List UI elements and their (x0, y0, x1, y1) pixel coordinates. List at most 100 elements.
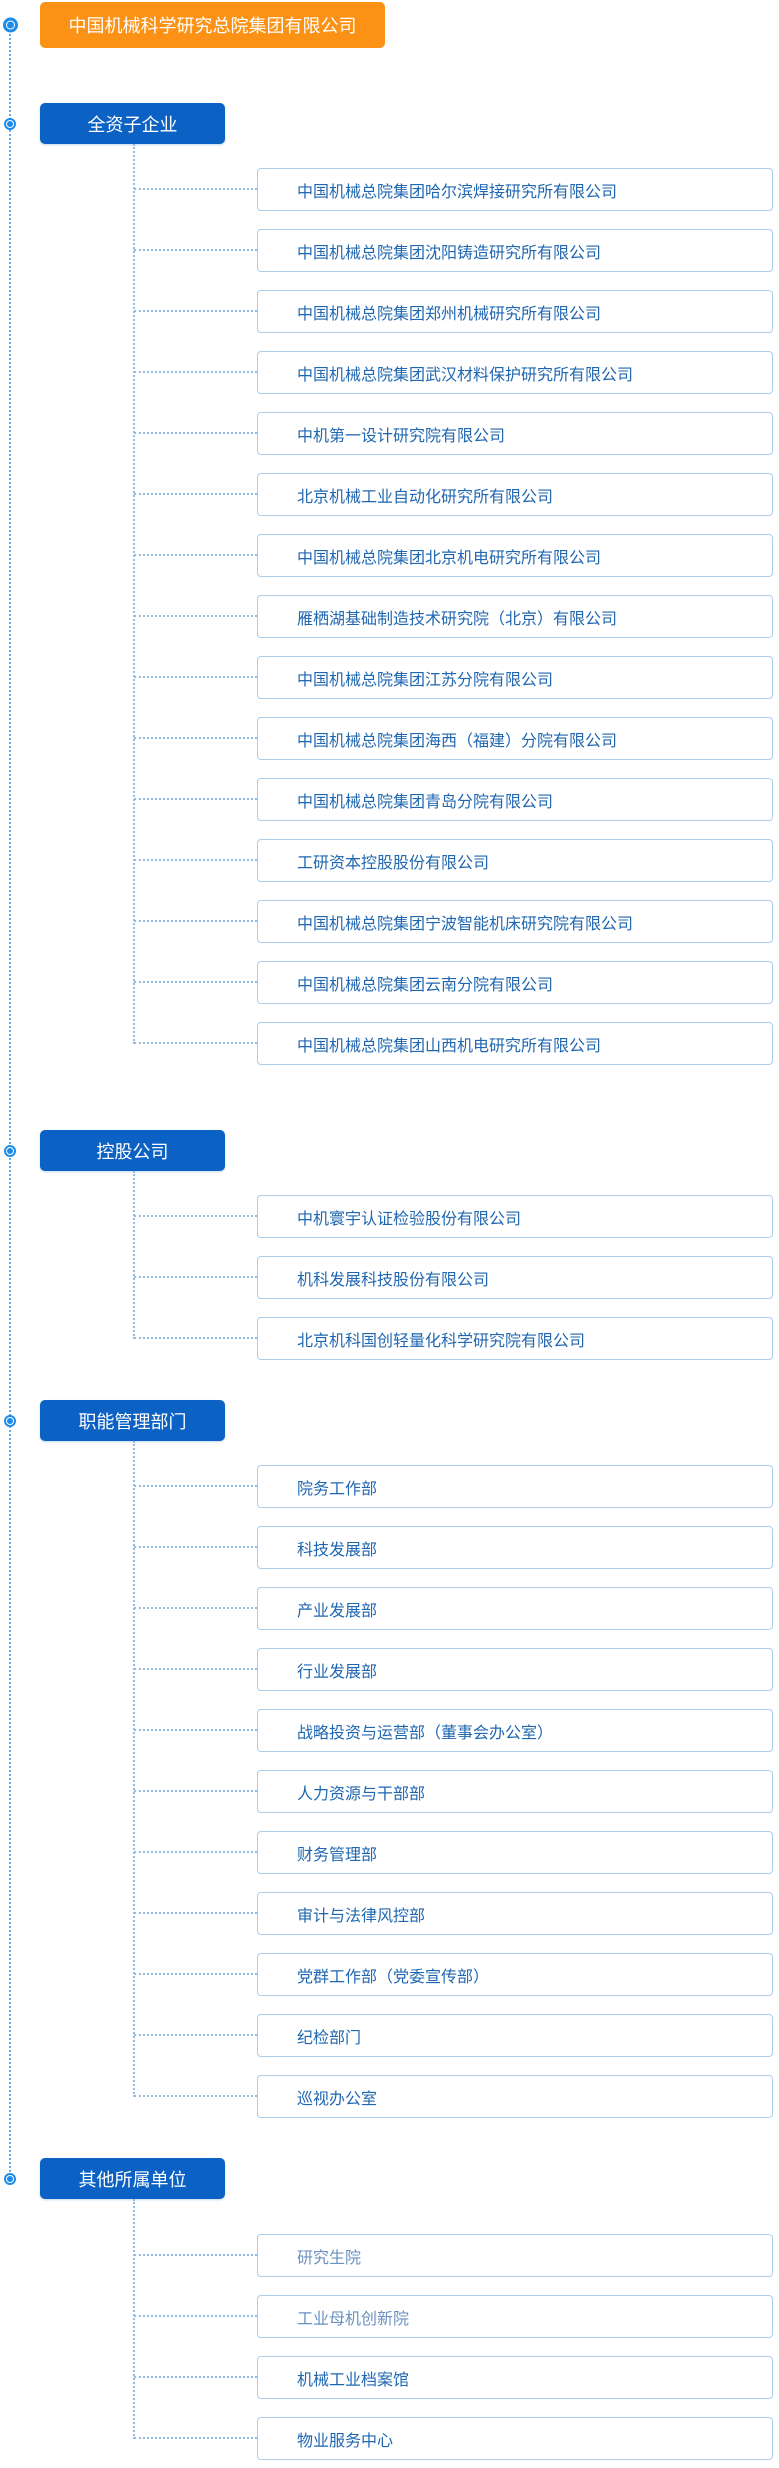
org-item[interactable]: 中国机械总院集团沈阳铸造研究所有限公司 (257, 229, 773, 272)
root-row: 中国机械科学研究总院集团有限公司 (0, 2, 779, 48)
org-item[interactable]: 雁栖湖基础制造技术研究院（北京）有限公司 (257, 595, 773, 638)
bullseye-icon-small (4, 1144, 16, 1157)
category-row: 控股公司 (0, 1130, 779, 1171)
org-item[interactable]: 中机寰宇认证检验股份有限公司 (257, 1195, 773, 1238)
category-connector-line (133, 144, 135, 1044)
org-item-row: 工研资本控股股份有限公司 (134, 839, 779, 882)
org-item-row: 中国机械总院集团武汉材料保护研究所有限公司 (134, 351, 779, 394)
org-item-label: 院务工作部 (297, 1480, 378, 1498)
org-item[interactable]: 研究生院 (257, 2234, 773, 2277)
org-item[interactable]: 中国机械总院集团山西机电研究所有限公司 (257, 1022, 773, 1065)
org-item[interactable]: 中国机械总院集团哈尔滨焊接研究所有限公司 (257, 168, 773, 211)
org-item[interactable]: 北京机科国创轻量化科学研究院有限公司 (257, 1317, 773, 1360)
org-group: 其他所属单位 研究生院 工业母机创新院 机械工业档案馆 物业服务中心 (0, 2158, 779, 2460)
org-item[interactable]: 中国机械总院集团北京机电研究所有限公司 (257, 534, 773, 577)
org-item-label: 人力资源与干部部 (297, 1785, 426, 1803)
root-node[interactable]: 中国机械科学研究总院集团有限公司 (40, 2, 385, 48)
org-group: 职能管理部门 院务工作部 科技发展部 产业发展部 行业发展部 战略投资与运营部（… (0, 1400, 779, 2118)
org-item[interactable]: 中国机械总院集团郑州机械研究所有限公司 (257, 290, 773, 333)
org-item[interactable]: 中国机械总院集团海西（福建）分院有限公司 (257, 717, 773, 760)
org-item-row: 中国机械总院集团海西（福建）分院有限公司 (134, 717, 779, 760)
org-item-label: 科技发展部 (297, 1541, 378, 1559)
org-item[interactable]: 财务管理部 (257, 1831, 773, 1874)
org-item[interactable]: 机科发展科技股份有限公司 (257, 1256, 773, 1299)
org-item-row: 研究生院 (134, 2234, 779, 2277)
org-item-label: 北京机科国创轻量化科学研究院有限公司 (297, 1332, 586, 1350)
category-box[interactable]: 职能管理部门 (40, 1400, 225, 1441)
org-item-row: 雁栖湖基础制造技术研究院（北京）有限公司 (134, 595, 779, 638)
org-item[interactable]: 人力资源与干部部 (257, 1770, 773, 1813)
org-item-row: 纪检部门 (134, 2014, 779, 2057)
org-item-label: 中国机械总院集团宁波智能机床研究院有限公司 (297, 915, 634, 933)
org-item[interactable]: 中国机械总院集团江苏分院有限公司 (257, 656, 773, 699)
category-box[interactable]: 全资子企业 (40, 103, 225, 144)
org-item-label: 战略投资与运营部（董事会办公室） (297, 1724, 554, 1742)
bullseye-icon-small (4, 1414, 16, 1427)
bullseye-icon-small (4, 2172, 16, 2185)
org-item[interactable]: 纪检部门 (257, 2014, 773, 2057)
org-item[interactable]: 中机第一设计研究院有限公司 (257, 412, 773, 455)
category-label: 控股公司 (96, 1141, 169, 1162)
org-item[interactable]: 行业发展部 (257, 1648, 773, 1691)
org-item-row: 中机第一设计研究院有限公司 (134, 412, 779, 455)
category-box[interactable]: 控股公司 (40, 1130, 225, 1171)
category-label: 全资子企业 (87, 114, 178, 135)
org-item-row: 党群工作部（党委宣传部） (134, 1953, 779, 1996)
org-item-row: 中国机械总院集团郑州机械研究所有限公司 (134, 290, 779, 333)
org-item-row: 中国机械总院集团青岛分院有限公司 (134, 778, 779, 821)
org-item-label: 机科发展科技股份有限公司 (297, 1271, 490, 1289)
org-item[interactable]: 工研资本控股股份有限公司 (257, 839, 773, 882)
org-item-label: 工业母机创新院 (297, 2310, 410, 2328)
category-connector-line (133, 2199, 135, 2439)
org-item-row: 中国机械总院集团哈尔滨焊接研究所有限公司 (134, 168, 779, 211)
category-row: 其他所属单位 (0, 2158, 779, 2199)
org-item-row: 北京机械工业自动化研究所有限公司 (134, 473, 779, 516)
org-item[interactable]: 审计与法律风控部 (257, 1892, 773, 1935)
org-item[interactable]: 巡视办公室 (257, 2075, 773, 2118)
org-item-label: 纪检部门 (297, 2029, 362, 2047)
org-item-row: 机械工业档案馆 (134, 2356, 779, 2399)
org-item[interactable]: 机械工业档案馆 (257, 2356, 773, 2399)
org-item-label: 中机第一设计研究院有限公司 (297, 427, 506, 445)
org-item-row: 产业发展部 (134, 1587, 779, 1630)
bullseye-dot (7, 1147, 13, 1154)
org-item-label: 产业发展部 (297, 1602, 378, 1620)
org-item-row: 中机寰宇认证检验股份有限公司 (134, 1195, 779, 1238)
org-item-row: 中国机械总院集团宁波智能机床研究院有限公司 (134, 900, 779, 943)
category-row: 职能管理部门 (0, 1400, 779, 1441)
org-item-label: 物业服务中心 (297, 2432, 394, 2450)
org-item[interactable]: 工业母机创新院 (257, 2295, 773, 2338)
org-item-row: 工业母机创新院 (134, 2295, 779, 2338)
org-item-row: 战略投资与运营部（董事会办公室） (134, 1709, 779, 1752)
org-item-label: 机械工业档案馆 (297, 2371, 410, 2389)
org-item-label: 北京机械工业自动化研究所有限公司 (297, 488, 554, 506)
category-items: 中机寰宇认证检验股份有限公司 机科发展科技股份有限公司 北京机科国创轻量化科学研… (0, 1171, 779, 1360)
org-item[interactable]: 物业服务中心 (257, 2417, 773, 2460)
org-item-label: 巡视办公室 (297, 2090, 378, 2108)
org-item-label: 中国机械总院集团青岛分院有限公司 (297, 793, 554, 811)
org-item-row: 财务管理部 (134, 1831, 779, 1874)
org-item[interactable]: 中国机械总院集团青岛分院有限公司 (257, 778, 773, 821)
org-item[interactable]: 产业发展部 (257, 1587, 773, 1630)
org-item-row: 科技发展部 (134, 1526, 779, 1569)
org-item-label: 中国机械总院集团江苏分院有限公司 (297, 671, 554, 689)
org-item-label: 中国机械总院集团武汉材料保护研究所有限公司 (297, 366, 634, 384)
category-row: 全资子企业 (0, 103, 779, 144)
category-items: 中国机械总院集团哈尔滨焊接研究所有限公司 中国机械总院集团沈阳铸造研究所有限公司… (0, 144, 779, 1065)
category-connector-line (133, 1171, 135, 1339)
org-item[interactable]: 中国机械总院集团宁波智能机床研究院有限公司 (257, 900, 773, 943)
org-item-label: 中国机械总院集团山西机电研究所有限公司 (297, 1037, 602, 1055)
org-item-label: 工研资本控股股份有限公司 (297, 854, 490, 872)
org-item-label: 中国机械总院集团哈尔滨焊接研究所有限公司 (297, 183, 618, 201)
org-item[interactable]: 科技发展部 (257, 1526, 773, 1569)
category-connector-line (133, 1441, 135, 2097)
org-item[interactable]: 中国机械总院集团武汉材料保护研究所有限公司 (257, 351, 773, 394)
org-item[interactable]: 北京机械工业自动化研究所有限公司 (257, 473, 773, 516)
category-box[interactable]: 其他所属单位 (40, 2158, 225, 2199)
org-item[interactable]: 党群工作部（党委宣传部） (257, 1953, 773, 1996)
org-item-label: 行业发展部 (297, 1663, 378, 1681)
org-item[interactable]: 院务工作部 (257, 1465, 773, 1508)
root-node-label: 中国机械科学研究总院集团有限公司 (68, 16, 357, 36)
org-item[interactable]: 战略投资与运营部（董事会办公室） (257, 1709, 773, 1752)
org-item[interactable]: 中国机械总院集团云南分院有限公司 (257, 961, 773, 1004)
